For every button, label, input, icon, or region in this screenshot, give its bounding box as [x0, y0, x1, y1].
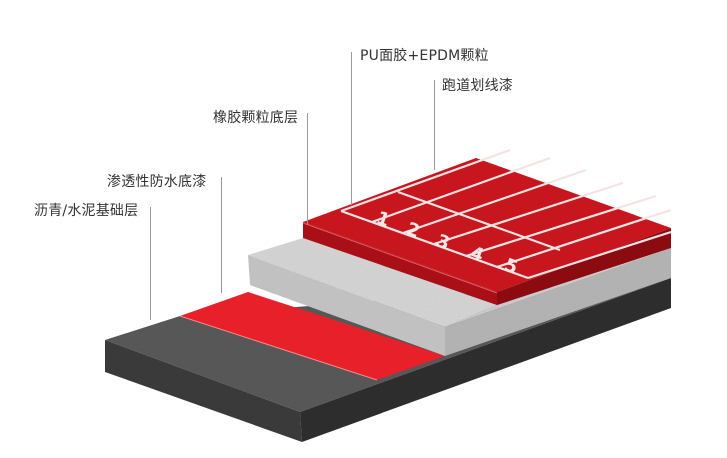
start-box-edge — [397, 190, 561, 252]
pu-edge-highlight — [302, 222, 498, 294]
leader-surface — [351, 52, 352, 205]
rubber-front-face — [248, 255, 445, 356]
leader-rubber — [307, 113, 308, 225]
label-primer-layer: 渗透性防水底漆 — [107, 174, 207, 190]
lane-line — [371, 156, 551, 224]
leader-lines — [434, 80, 435, 170]
rubber-top-face — [248, 238, 497, 327]
lane-line — [527, 230, 672, 280]
primer-edge — [179, 315, 378, 381]
rubber-base-layer — [248, 238, 671, 356]
lane-line — [340, 148, 511, 213]
start-box-edge — [340, 209, 529, 280]
asphalt-front-face — [105, 340, 302, 442]
asphalt-right-face — [300, 278, 671, 442]
pu-front-face — [303, 222, 497, 305]
label-rubber-layer: 橡胶颗粒底层 — [213, 110, 299, 126]
lane-line — [433, 181, 624, 246]
lane-line — [496, 208, 672, 269]
lane-line — [402, 168, 587, 235]
label-base-layer: 沥青/水泥基础层 — [34, 203, 139, 219]
label-line-paint: 跑道划线漆 — [442, 78, 513, 94]
lane-line — [465, 194, 657, 258]
rubber-right-face — [445, 248, 671, 356]
lane-markings — [340, 148, 672, 280]
leader-primer — [221, 177, 222, 293]
label-surface-layer: PU面胶+EPDM颗粒 — [360, 48, 489, 64]
pu-right-face — [497, 228, 671, 305]
leader-base — [150, 207, 151, 320]
primer-layer — [180, 292, 445, 380]
